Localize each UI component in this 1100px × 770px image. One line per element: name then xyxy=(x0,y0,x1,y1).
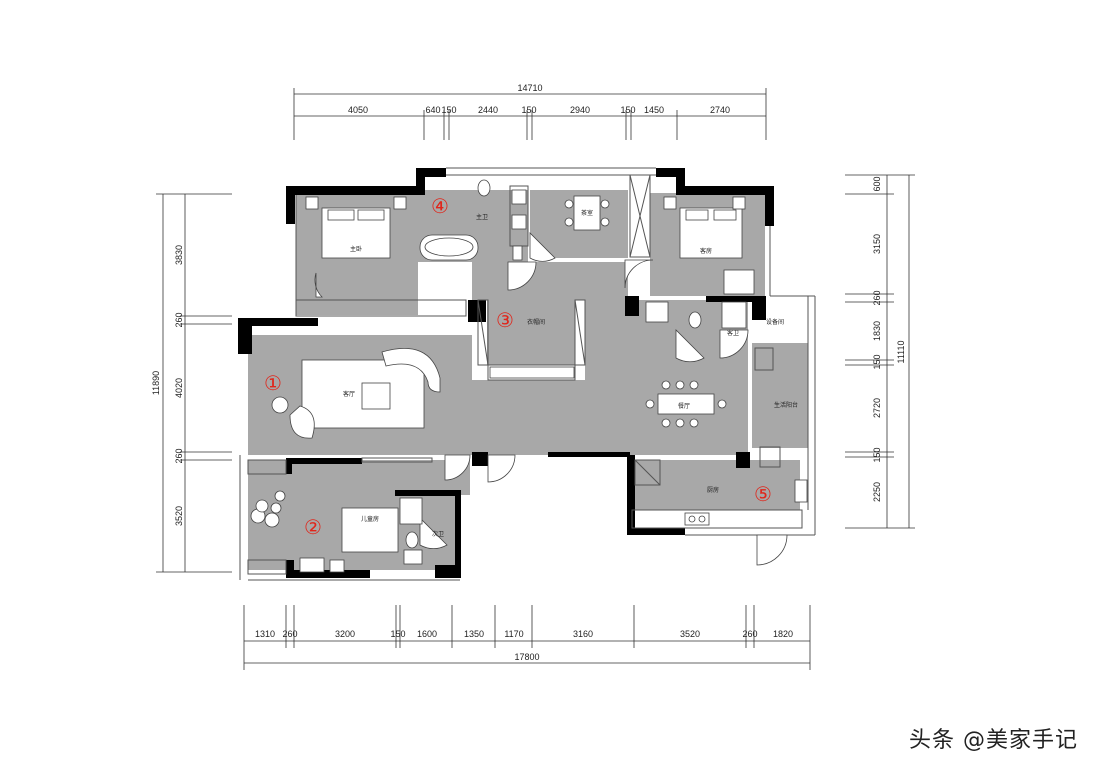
room-label-cloakroom: 衣帽间 xyxy=(527,318,545,326)
right-dim: 150 xyxy=(872,354,882,369)
bottom-dimensions: 1310 260 3200 150 1600 1350 1170 3160 35… xyxy=(255,629,793,662)
right-dim: 3150 xyxy=(872,234,882,254)
bottom-dim: 3160 xyxy=(573,629,593,639)
curved-sofa xyxy=(381,348,441,393)
right-dim: 2250 xyxy=(872,482,882,502)
dimension-lines xyxy=(156,88,915,670)
top-dim: 2440 xyxy=(478,105,498,115)
bottom-dim: 260 xyxy=(742,629,757,639)
bottom-dim: 1350 xyxy=(464,629,484,639)
furniture xyxy=(250,179,808,573)
marker-4: ④ xyxy=(431,194,449,218)
top-dim: 150 xyxy=(620,105,635,115)
top-dimensions: 14710 4050 640 150 2440 150 2940 150 145… xyxy=(348,83,730,115)
right-dimensions: 600 3150 260 1830 150 2720 150 2250 1111… xyxy=(872,176,906,502)
top-dim: 150 xyxy=(521,105,536,115)
kids-bed xyxy=(341,507,399,553)
marker-5: ⑤ xyxy=(754,482,772,506)
left-dimensions: 11890 3830 260 4020 260 3520 xyxy=(151,245,184,526)
bottom-dim: 1600 xyxy=(417,629,437,639)
right-dim: 2720 xyxy=(872,398,882,418)
room-label-tea-room: 茶室 xyxy=(581,209,593,217)
top-dim: 2940 xyxy=(570,105,590,115)
bottom-total-dim: 17800 xyxy=(514,652,539,662)
right-dim: 1830 xyxy=(872,321,882,341)
marker-1: ① xyxy=(264,371,282,395)
room-label-equipment-room: 设备间 xyxy=(766,318,784,326)
dining-table xyxy=(657,393,715,415)
top-total-dim: 14710 xyxy=(517,83,542,93)
bottom-dim: 1820 xyxy=(773,629,793,639)
right-dim: 260 xyxy=(872,290,882,305)
left-dim: 3520 xyxy=(174,506,184,526)
tea-table xyxy=(573,195,601,231)
bottom-dim: 150 xyxy=(390,629,405,639)
room-label-kitchen: 厨房 xyxy=(707,486,719,494)
top-dim: 1450 xyxy=(644,105,664,115)
room-label-guest-bath: 客卫 xyxy=(727,329,739,337)
left-dim: 260 xyxy=(174,448,184,463)
room-label-living-room: 客厅 xyxy=(343,390,355,398)
watermark: 头条 @美家手记 xyxy=(909,728,1078,753)
top-dim: 2740 xyxy=(710,105,730,115)
bottom-dim: 3200 xyxy=(335,629,355,639)
room-label-service-balcony: 生活阳台 xyxy=(774,401,798,409)
bottom-dim: 3520 xyxy=(680,629,700,639)
left-dim: 260 xyxy=(174,312,184,327)
room-label-master-bedroom: 主卧 xyxy=(350,245,362,253)
bottom-dim: 1310 xyxy=(255,629,275,639)
top-dim: 150 xyxy=(441,105,456,115)
right-dim: 150 xyxy=(872,447,882,462)
cloakroom-floor xyxy=(487,300,575,365)
kitchen-floor xyxy=(632,460,800,510)
room-label-kids-room: 儿童房 xyxy=(361,515,379,523)
left-dim: 4020 xyxy=(174,378,184,398)
left-total-dim: 11890 xyxy=(151,371,161,395)
right-dim: 600 xyxy=(872,176,882,191)
left-dim: 3830 xyxy=(174,245,184,265)
marker-3: ③ xyxy=(496,308,514,332)
bottom-dim: 1170 xyxy=(504,629,523,639)
top-dim: 4050 xyxy=(348,105,368,115)
coffee-table xyxy=(361,382,391,410)
room-label-guest-bedroom: 客房 xyxy=(700,247,712,255)
room-labels: 主卧 主卫 茶室 客房 衣帽间 客厅 餐厅 客卫 设备间 生活阳台 儿童房 次卫… xyxy=(343,209,798,538)
bottom-dim: 260 xyxy=(282,629,297,639)
room-label-second-bath: 次卫 xyxy=(432,530,444,538)
outlines xyxy=(239,167,816,581)
right-total-dim: 11110 xyxy=(896,340,906,363)
top-dim: 640 xyxy=(425,105,440,115)
markers: ① ② ③ ④ ⑤ xyxy=(264,194,772,539)
marker-2: ② xyxy=(304,515,322,539)
room-label-dining-room: 餐厅 xyxy=(678,402,690,410)
balcony-floor xyxy=(752,343,808,448)
walls xyxy=(238,168,774,578)
doors xyxy=(314,232,788,566)
room-label-master-bath: 主卫 xyxy=(476,213,488,221)
